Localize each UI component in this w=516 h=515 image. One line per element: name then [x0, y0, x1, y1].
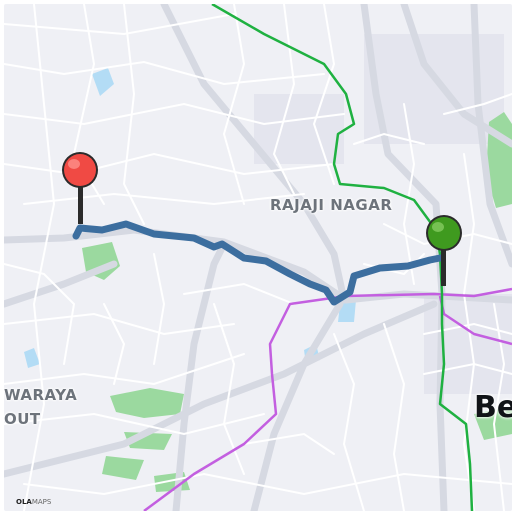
map-canvas[interactable]: [4, 4, 512, 511]
metro-green-line: [211, 4, 474, 511]
provider-logo: OLAMAPS: [16, 498, 51, 506]
provider-logo-light: MAPS: [31, 498, 52, 506]
map-view[interactable]: RAJAJI NAGAR WARAYA OUT Be OLAMAPS: [4, 4, 512, 511]
destination-pin[interactable]: [426, 215, 462, 286]
metro-purple-line: [143, 287, 512, 511]
provider-logo-bold: OLA: [16, 498, 32, 506]
origin-pin[interactable]: [62, 152, 98, 224]
route-path: [72, 220, 444, 306]
